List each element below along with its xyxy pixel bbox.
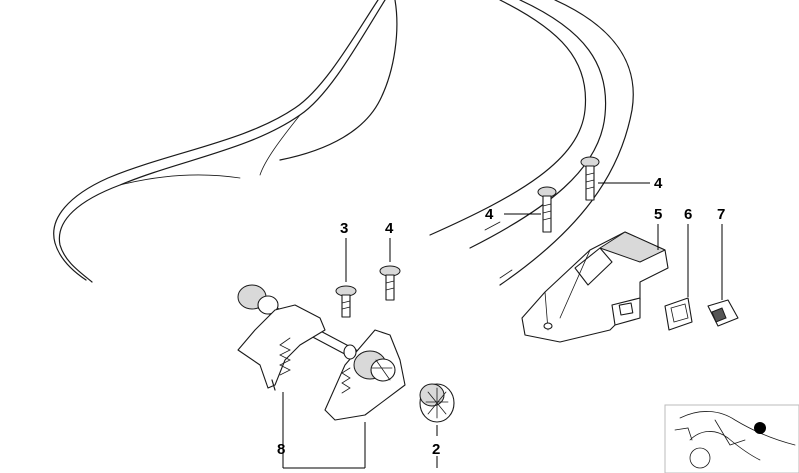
overview-thumbnail [664, 404, 799, 473]
callout-4-right: 4 [654, 175, 663, 192]
knob-part-2 [419, 383, 455, 423]
location-marker-dot [754, 422, 766, 434]
seat-outline [53, 0, 634, 286]
callout-7: 7 [717, 206, 725, 223]
callout-8: 8 [277, 441, 285, 458]
bracket-part-5 [521, 231, 669, 343]
callout-5: 5 [654, 206, 662, 223]
grommet-part-6 [664, 297, 693, 331]
callout-4-top-left: 4 [385, 220, 394, 237]
callout-3: 3 [340, 220, 348, 237]
callout-6: 6 [684, 206, 692, 223]
left-assembly [237, 284, 406, 421]
callouts: 3 4 4 4 5 6 7 8 2 [277, 175, 725, 458]
bolt-right-lower [537, 186, 557, 233]
leader-lines [282, 182, 723, 469]
callout-2: 2 [432, 441, 440, 458]
callout-4-mid: 4 [485, 206, 494, 223]
bolt-part-3 [335, 285, 357, 318]
clip-part-7 [707, 299, 739, 327]
bolt-right-upper [580, 156, 600, 201]
bolt-part-4-left [379, 265, 401, 301]
